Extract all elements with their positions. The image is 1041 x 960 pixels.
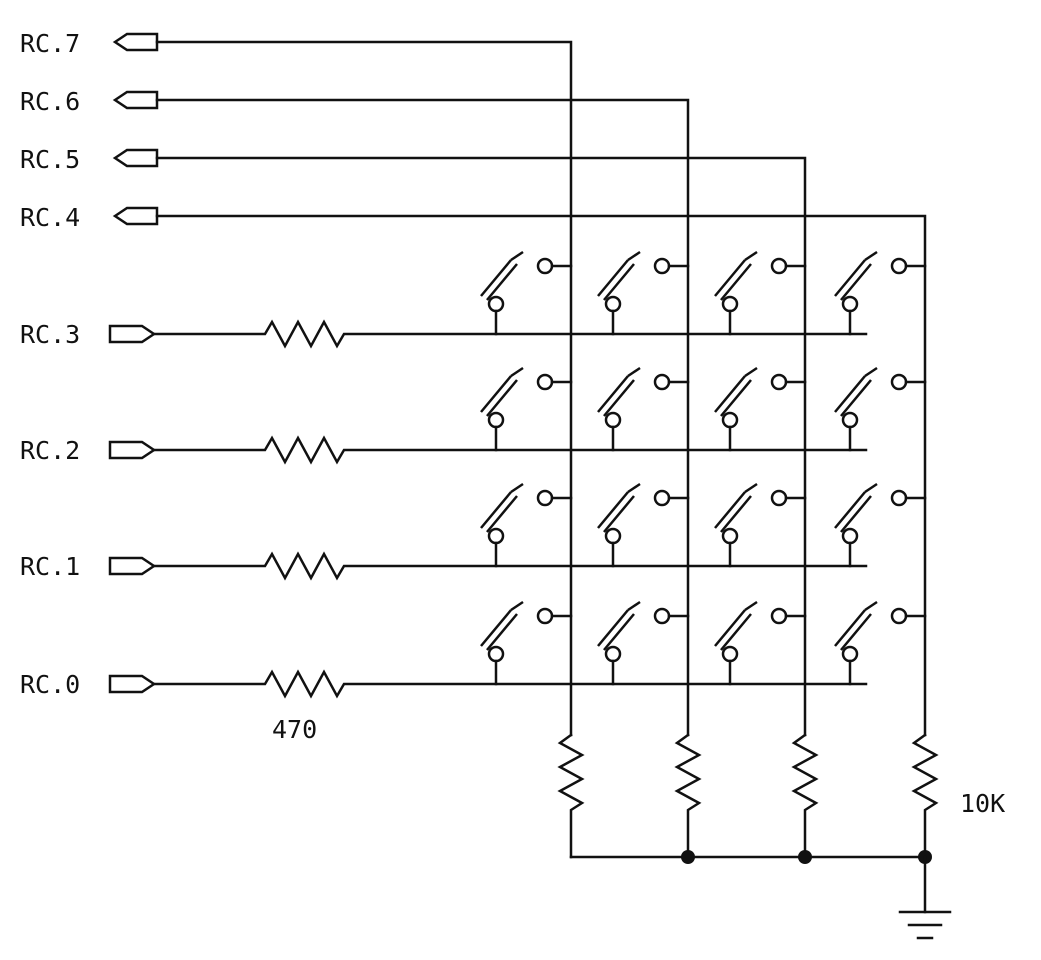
input-pin-icon-rc5 xyxy=(112,148,159,168)
switch-r1-c4 xyxy=(833,250,927,336)
switch-r1-c3 xyxy=(713,250,807,336)
pin-label-rc5: RC.5 xyxy=(20,145,80,174)
input-pin-labels: RC.7 RC.6 RC.5 RC.4 xyxy=(20,29,80,232)
switch-r2-c4 xyxy=(833,366,927,452)
switch-r4-c3 xyxy=(713,600,807,686)
output-pin-icon-rc0 xyxy=(108,674,157,694)
switch-r2-c1 xyxy=(479,366,573,452)
row-wires xyxy=(152,319,868,699)
column-wires xyxy=(155,40,927,737)
junction-dot xyxy=(798,850,812,864)
switch-r4-c2 xyxy=(596,600,690,686)
pulldown-resistor-3 xyxy=(791,733,819,859)
row-wire-3 xyxy=(152,551,868,581)
pin-label-rc3: RC.3 xyxy=(20,320,80,349)
junction-dot xyxy=(681,850,695,864)
pulldown-resistor-4 xyxy=(911,733,939,859)
switch-r3-c3 xyxy=(713,482,807,568)
pulldown-resistors xyxy=(557,733,939,859)
pin-label-rc4: RC.4 xyxy=(20,203,80,232)
input-pin-icon-rc4 xyxy=(112,206,159,226)
switch-r3-c1 xyxy=(479,482,573,568)
row-wire-1 xyxy=(152,319,868,349)
row-wire-2 xyxy=(152,435,868,465)
switch-r3-c2 xyxy=(596,482,690,568)
switch-r2-c3 xyxy=(713,366,807,452)
pin-label-rc7: RC.7 xyxy=(20,29,80,58)
switch-r1-c1 xyxy=(479,250,573,336)
output-pin-icon-rc2 xyxy=(108,440,157,460)
column-wire-3 xyxy=(155,156,807,737)
pulldown-resistor-value: 10K xyxy=(960,789,1005,818)
switch-r3-c4 xyxy=(833,482,927,568)
input-pin-icon-rc6 xyxy=(112,90,159,110)
switch-r4-c1 xyxy=(479,600,573,686)
column-wire-4 xyxy=(155,214,927,737)
pin-label-rc2: RC.2 xyxy=(20,436,80,465)
column-wire-2 xyxy=(155,98,690,737)
pin-label-rc1: RC.1 xyxy=(20,552,80,581)
series-resistor-value: 470 xyxy=(272,715,317,744)
pulldown-resistor-1 xyxy=(557,733,585,859)
output-pin-labels: RC.3 RC.2 RC.1 RC.0 xyxy=(20,320,80,699)
switch-r1-c2 xyxy=(596,250,690,336)
output-pin-icon-rc1 xyxy=(108,556,157,576)
switch-matrix xyxy=(479,250,927,686)
pin-label-rc6: RC.6 xyxy=(20,87,80,116)
pin-label-rc0: RC.0 xyxy=(20,670,80,699)
output-pin-icon-rc3 xyxy=(108,324,157,344)
input-pin-symbols xyxy=(112,32,159,226)
ground-symbol-icon xyxy=(898,855,952,940)
output-pin-symbols xyxy=(108,324,157,694)
switch-r2-c2 xyxy=(596,366,690,452)
pulldown-resistor-2 xyxy=(674,733,702,859)
switch-r4-c4 xyxy=(833,600,927,686)
row-wire-4 xyxy=(152,669,868,699)
column-wire-1 xyxy=(155,40,573,737)
input-pin-icon-rc7 xyxy=(112,32,159,52)
